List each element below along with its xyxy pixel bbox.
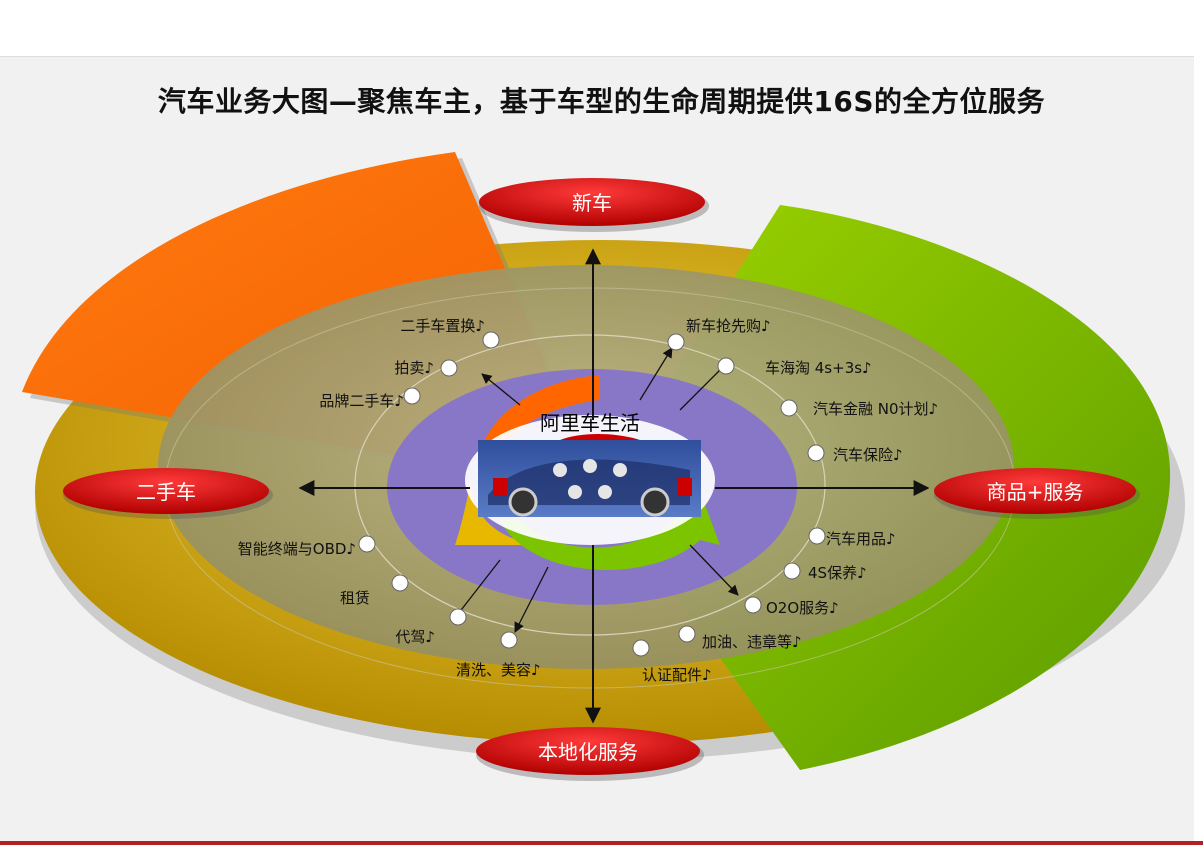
car-wheel-rear xyxy=(642,489,668,515)
brand-logo-icon xyxy=(583,459,597,473)
svg-text:清洗、美容♪: 清洗、美容♪ xyxy=(456,661,541,679)
pill-local-service: 本地化服务 xyxy=(476,727,704,781)
svg-text:本地化服务: 本地化服务 xyxy=(538,740,638,764)
pill-goods-service: 商品+服务 xyxy=(934,468,1140,519)
svg-text:车海淘 4s+3s♪: 车海淘 4s+3s♪ xyxy=(765,359,872,377)
brand-logo-icon xyxy=(568,485,582,499)
item-auction: 拍卖♪ xyxy=(394,359,457,377)
svg-text:二手车: 二手车 xyxy=(136,480,196,504)
brand-logo-icon xyxy=(678,478,692,496)
svg-text:租赁: 租赁 xyxy=(340,589,370,607)
svg-text:4S保养♪: 4S保养♪ xyxy=(808,564,867,582)
svg-text:认证配件♪: 认证配件♪ xyxy=(642,666,712,684)
brand-logo-icon xyxy=(598,485,612,499)
item-smart-terminal-obd: 智能终端与OBD♪ xyxy=(238,536,375,558)
svg-text:二手车置换♪: 二手车置换♪ xyxy=(400,317,485,335)
svg-text:智能终端与OBD♪: 智能终端与OBD♪ xyxy=(238,540,356,558)
footer-line xyxy=(0,841,1203,845)
svg-text:汽车金融 N0计划♪: 汽车金融 N0计划♪ xyxy=(813,400,938,418)
pill-new-car: 新车 xyxy=(479,178,709,232)
svg-text:新车抢先购♪: 新车抢先购♪ xyxy=(686,317,771,335)
svg-text:新车: 新车 xyxy=(572,191,612,215)
svg-text:品牌二手车♪: 品牌二手车♪ xyxy=(319,392,404,410)
pill-used-car: 二手车 xyxy=(63,468,273,519)
svg-text:O2O服务♪: O2O服务♪ xyxy=(766,599,839,617)
brand-logo-icon xyxy=(493,478,507,496)
brand-logo-icon xyxy=(613,463,627,477)
svg-text:汽车用品♪: 汽车用品♪ xyxy=(826,530,896,548)
center-label: 阿里车生活 xyxy=(540,411,640,435)
svg-text:拍卖♪: 拍卖♪ xyxy=(394,359,434,377)
svg-text:代驾♪: 代驾♪ xyxy=(395,628,435,646)
svg-text:加油、违章等♪: 加油、违章等♪ xyxy=(702,633,802,651)
brand-logo-icon xyxy=(553,463,567,477)
svg-text:商品+服务: 商品+服务 xyxy=(987,480,1084,504)
svg-text:汽车保险♪: 汽车保险♪ xyxy=(833,446,903,464)
car-wheel-front xyxy=(510,489,536,515)
